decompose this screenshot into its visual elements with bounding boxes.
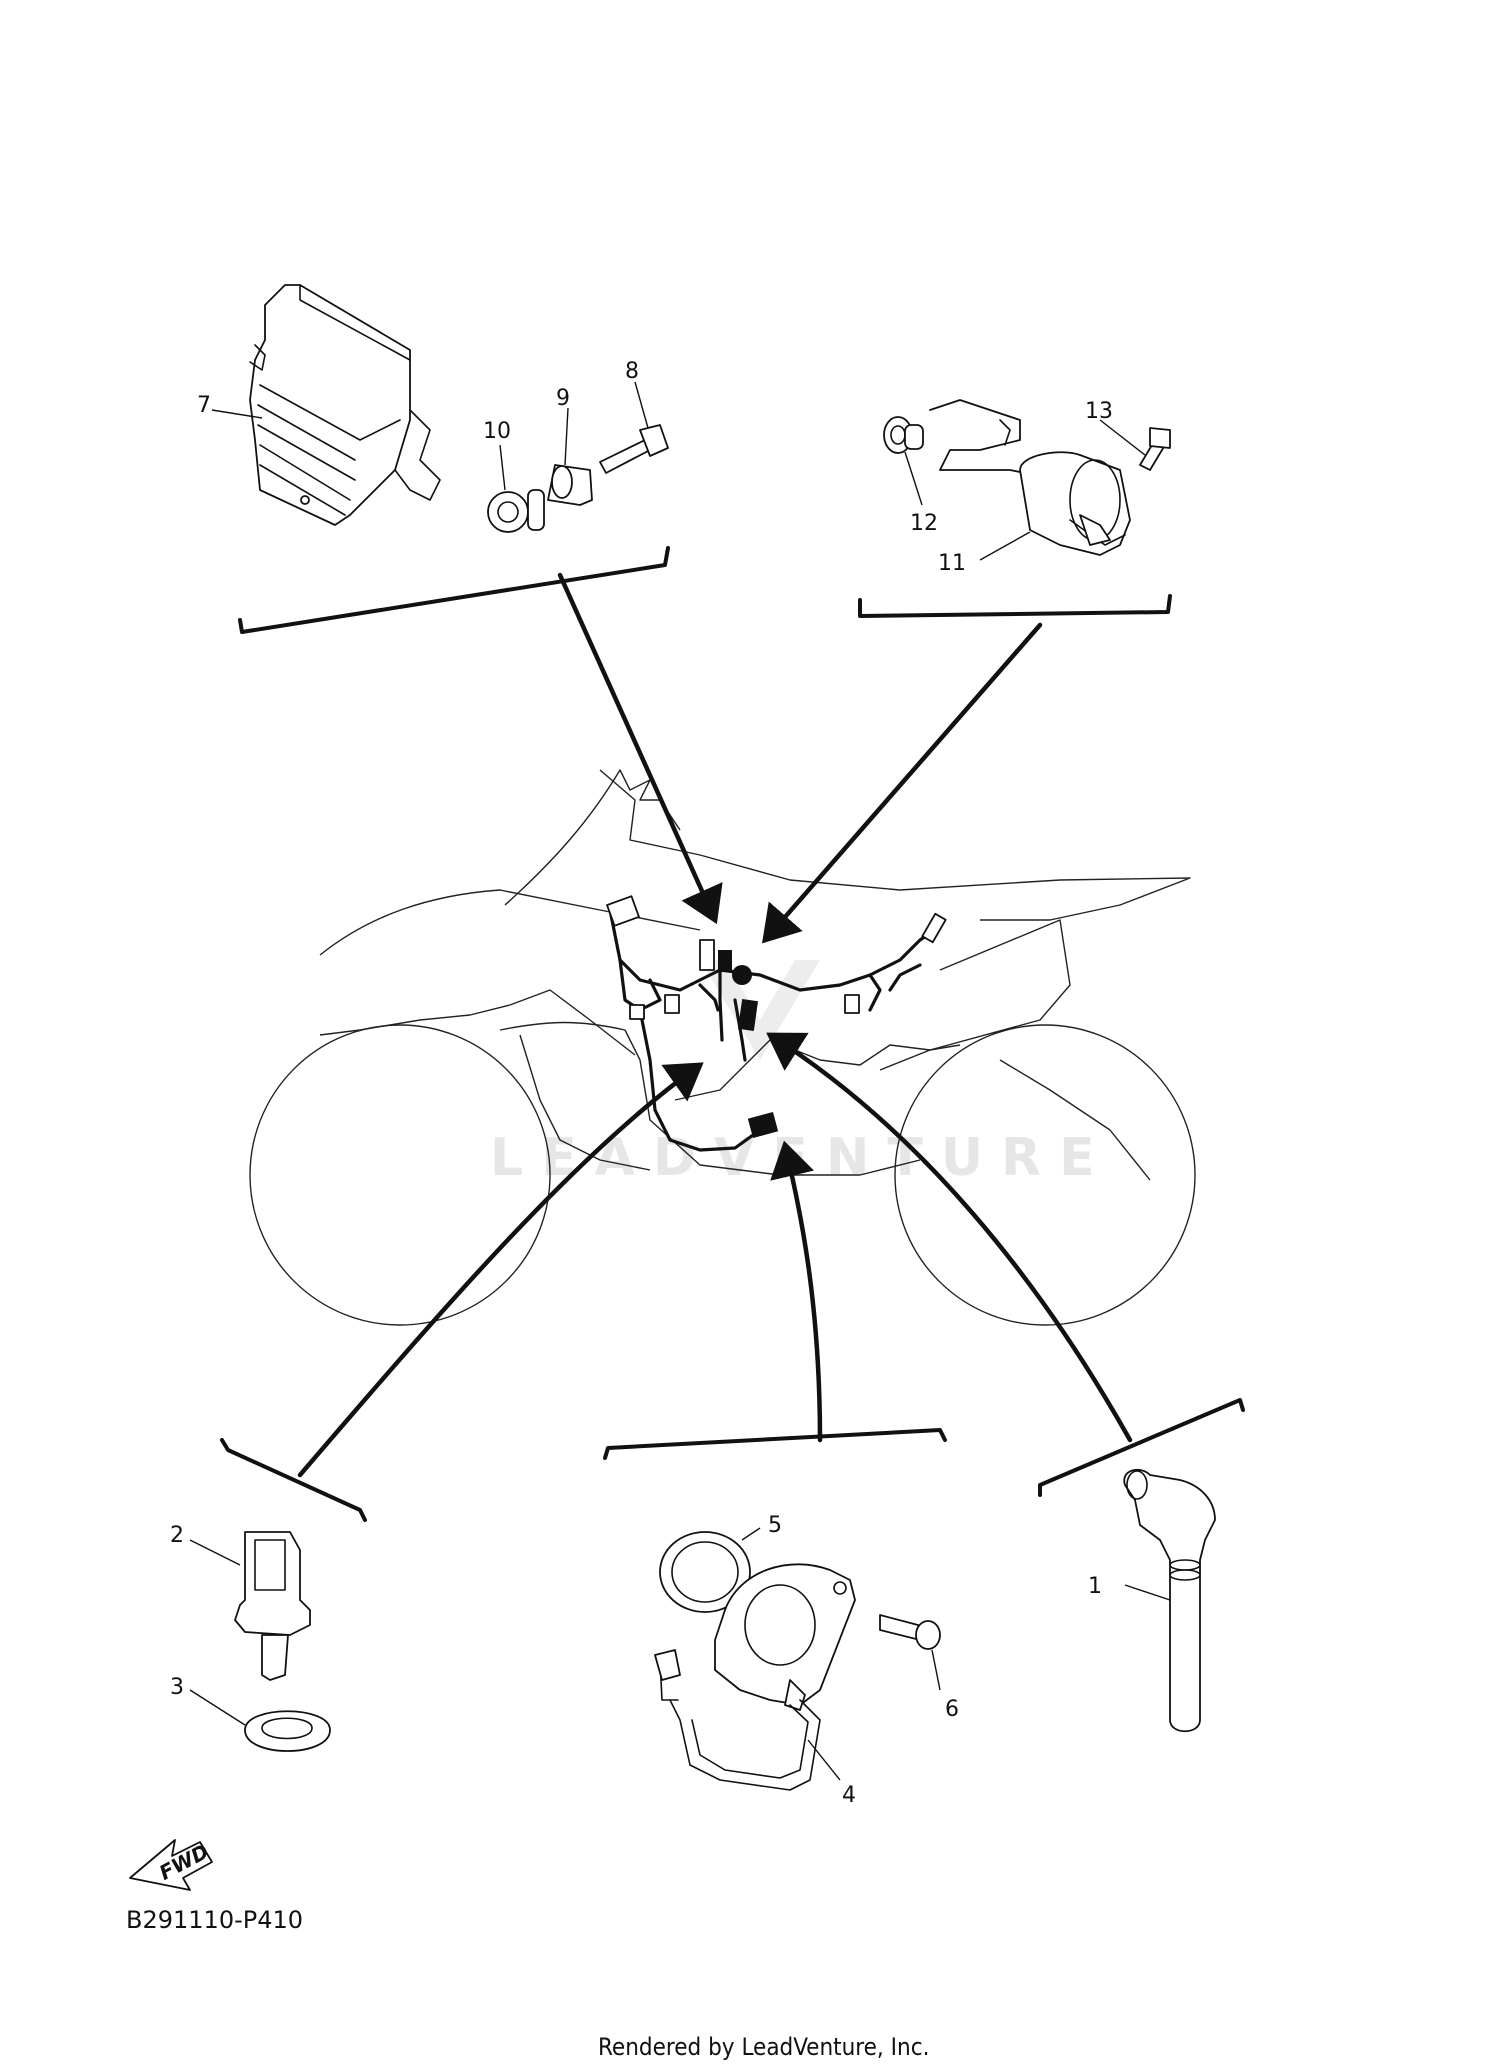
diagram-code: B291110-P410	[126, 1906, 303, 1934]
bolt-6	[879, 1614, 921, 1641]
callout-8: 8	[625, 359, 639, 384]
ecu-unit	[249, 284, 411, 526]
sensor-2	[234, 1531, 311, 1636]
wire-harness	[606, 895, 947, 1152]
callout-1: 1	[1088, 1574, 1102, 1599]
brackets	[220, 546, 1245, 1522]
motorcycle-outline	[249, 769, 1196, 1326]
grommet-10	[487, 491, 529, 533]
render-credit: Rendered by LeadVenture, Inc.	[598, 2033, 929, 2061]
callout-4: 4	[842, 1783, 856, 1808]
ignition-coil-group	[883, 399, 1171, 556]
leader-lines	[189, 381, 1171, 1781]
callout-9: 9	[556, 386, 570, 411]
plug-cap-group	[1123, 1468, 1216, 1733]
callout-7: 7	[197, 393, 211, 418]
fwd-arrow: FWD	[129, 1839, 213, 1891]
bolt-8	[599, 439, 651, 474]
callout-labels: 1 2 3 4 5 6 7 8 9 10 11 12 13	[170, 359, 1113, 1808]
sensor-4	[714, 1563, 856, 1706]
temperature-sensor-group	[234, 1531, 331, 1752]
callout-2: 2	[170, 1523, 184, 1548]
front-wheel	[249, 1024, 551, 1326]
pointer-arrows	[297, 572, 1133, 1478]
coil-11	[1019, 451, 1131, 556]
callout-10: 10	[483, 419, 511, 444]
callout-5: 5	[768, 1513, 782, 1538]
callout-3: 3	[170, 1675, 184, 1700]
plug-cap-1	[1123, 1468, 1216, 1733]
watermark: LEADVENTURE	[490, 960, 1113, 1188]
watermark-text: LEADVENTURE	[490, 1128, 1113, 1188]
rear-wheel	[894, 1024, 1196, 1326]
callout-13: 13	[1085, 399, 1113, 424]
callout-11: 11	[938, 551, 966, 576]
callout-12: 12	[910, 511, 938, 536]
sensor-flange-group	[654, 1531, 941, 1791]
washer-3	[244, 1710, 331, 1752]
ecu-group	[249, 284, 669, 533]
callout-6: 6	[945, 1697, 959, 1722]
o-ring-5	[659, 1531, 751, 1613]
